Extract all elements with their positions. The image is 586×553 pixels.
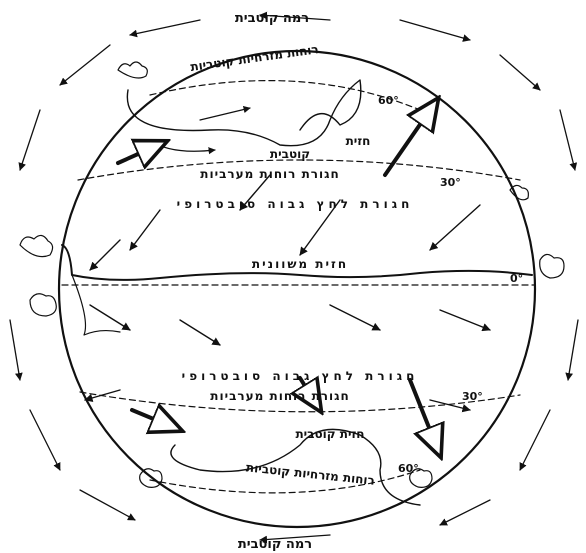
wind-arrow [200,108,250,120]
wind-arrow [430,205,480,250]
earth-globe [59,51,535,527]
polar-front-north-line [127,80,360,146]
polar-high-top-label: רמה קוטבית [235,11,309,26]
polar-easterlies-top-label: רוחות מזרחיות קוטביות [189,42,319,74]
polar-front-top-label-2: קוטבית [270,147,310,161]
hollow-arrow-north-west [118,142,165,163]
lat-30n-label: 30° [440,176,461,189]
wind-arrow [90,240,120,270]
wind-arrow [440,310,490,330]
polar-front-top-label: חזית [346,134,371,148]
wind-arrow [85,390,120,400]
lat-60n-label: 60° [378,94,399,107]
hollow-arrow-north-east [385,100,437,175]
lat-60s-label: 60° [398,462,419,475]
westerlies-belt-bottom-label: חגורת רוחות מערביות [210,389,349,403]
equator-label: 0° [510,272,523,285]
wind-arrow [90,305,130,330]
subtropical-high-top-label: חגורת לחץ גבוה סובטרופי [177,197,414,211]
equatorial-front-southern-dip [72,275,120,335]
polar-high-bottom-label: רמה קוטבית [238,537,312,552]
subtropical-high-bottom-label: חגורת לחץ גבוה סובטרופי [182,369,419,383]
westerlies-belt-top-label: חגורת רוחות מערביות [200,167,339,181]
equatorial-front-label: חזית משוונית [252,257,348,271]
lat-30s-label: 30° [462,390,483,403]
polar-easterlies-bottom-label: רוחות מזרחיות קוטביות [245,460,375,487]
wind-arrow [180,320,220,345]
hollow-arrow-south-east [410,380,440,455]
wind-arrow [330,305,380,330]
wind-arrow [130,210,160,250]
outer-circulation-arrows [10,15,578,540]
hollow-arrow-south-west [132,410,180,430]
polar-front-bottom-label: חזית קוטבית [295,427,364,441]
